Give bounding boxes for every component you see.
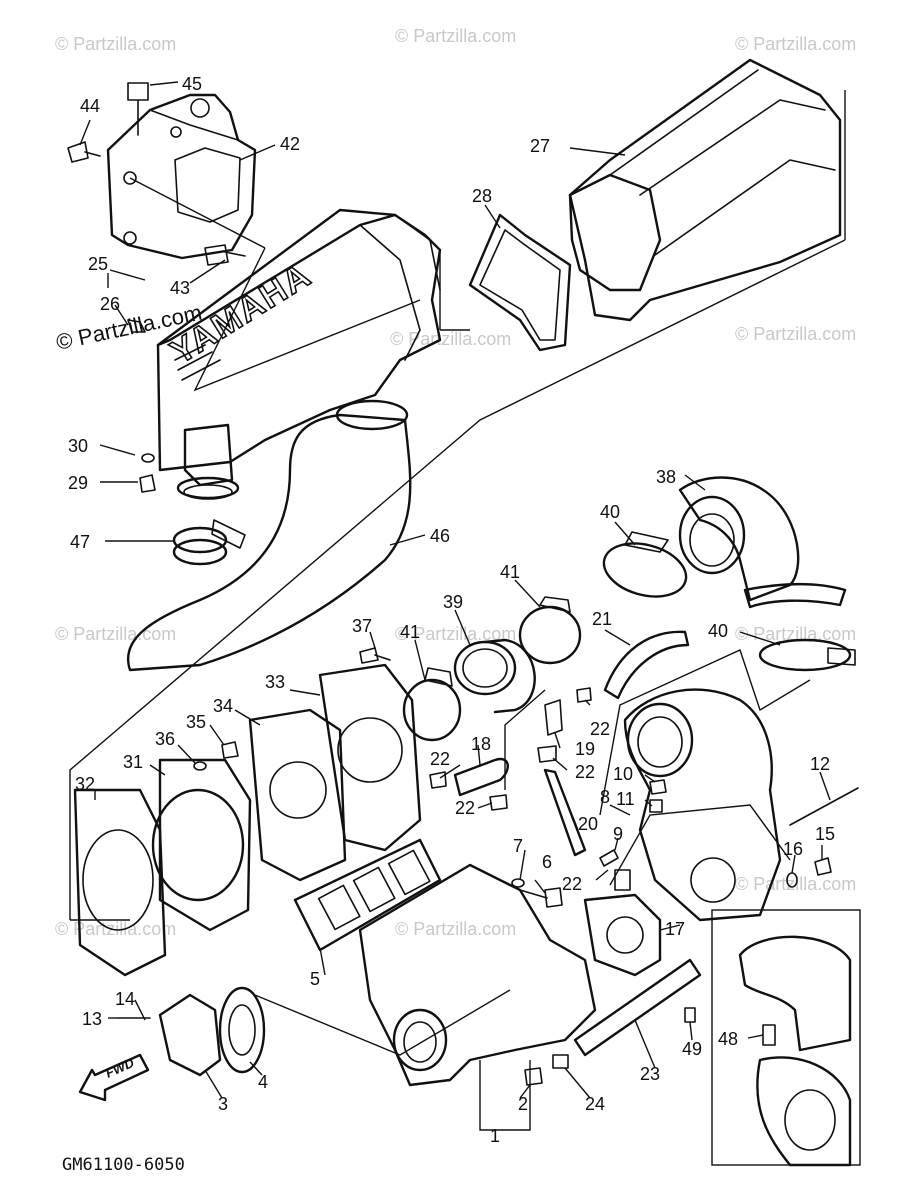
callout-17: 17 bbox=[665, 919, 685, 939]
watermark: © Partzilla.com bbox=[390, 329, 511, 349]
callout-1: 1 bbox=[490, 1126, 500, 1146]
gasket-5 bbox=[293, 838, 442, 952]
callout-22: 22 bbox=[562, 874, 582, 894]
hose-21 bbox=[603, 630, 690, 700]
callout-13: 13 bbox=[82, 1009, 102, 1029]
callout-7: 7 bbox=[513, 836, 523, 856]
callout-40: 40 bbox=[600, 502, 620, 522]
cover-3 bbox=[158, 993, 222, 1077]
gasket-28 bbox=[439, 213, 572, 352]
callout-6: 6 bbox=[542, 852, 552, 872]
callout-18: 18 bbox=[471, 734, 491, 754]
elbow-38 bbox=[678, 476, 847, 609]
gasket-32 bbox=[73, 788, 167, 977]
callout-46: 46 bbox=[430, 526, 450, 546]
clamp-40 bbox=[758, 638, 856, 672]
gasket-17 bbox=[583, 893, 662, 977]
watermark: © Partzilla.com bbox=[55, 919, 176, 939]
callout-21: 21 bbox=[592, 609, 612, 629]
callout-37: 37 bbox=[352, 616, 372, 636]
callout-27: 27 bbox=[530, 136, 550, 156]
watermark: © Partzilla.com bbox=[735, 324, 856, 344]
diagram-code: GM61100-6050 bbox=[62, 1155, 185, 1175]
watermark: © Partzilla.com bbox=[735, 34, 856, 54]
callout-25: 25 bbox=[88, 254, 108, 274]
callout-22: 22 bbox=[575, 762, 595, 782]
callout-36: 36 bbox=[155, 729, 175, 749]
plate-33 bbox=[318, 663, 422, 852]
callout-43: 43 bbox=[170, 278, 190, 298]
callout-15: 15 bbox=[815, 824, 835, 844]
callout-34: 34 bbox=[213, 696, 233, 716]
hose-18 bbox=[453, 757, 509, 797]
callout-11: 11 bbox=[616, 789, 635, 809]
clamp-40 bbox=[602, 531, 688, 598]
callout-3: 3 bbox=[218, 1094, 228, 1114]
callout-19: 19 bbox=[575, 739, 595, 759]
callout-2: 2 bbox=[518, 1094, 528, 1114]
gasket-4 bbox=[218, 986, 266, 1074]
clamp-41 bbox=[518, 596, 582, 665]
callout-42: 42 bbox=[280, 134, 300, 154]
clamp-47 bbox=[172, 519, 246, 566]
callout-9: 9 bbox=[613, 824, 623, 844]
callout-49: 49 bbox=[682, 1039, 702, 1059]
callout-31: 31 bbox=[123, 752, 143, 772]
callout-33: 33 bbox=[265, 672, 285, 692]
callout-35: 35 bbox=[186, 712, 206, 732]
callout-44: 44 bbox=[80, 96, 100, 116]
callout-40: 40 bbox=[708, 621, 728, 641]
callout-leaders bbox=[79, 81, 831, 1099]
callout-28: 28 bbox=[472, 186, 492, 206]
callout-41: 41 bbox=[500, 562, 520, 582]
callout-8: 8 bbox=[600, 787, 610, 807]
callout-38: 38 bbox=[656, 467, 676, 487]
callout-30: 30 bbox=[68, 436, 88, 456]
watermark: © Partzilla.com bbox=[395, 26, 516, 46]
callout-48: 48 bbox=[718, 1029, 738, 1049]
housing-31 bbox=[151, 758, 252, 932]
callout-22: 22 bbox=[455, 798, 475, 818]
callout-5: 5 bbox=[310, 969, 320, 989]
plate-34 bbox=[248, 708, 347, 882]
callout-22: 22 bbox=[430, 749, 450, 769]
callout-29: 29 bbox=[68, 473, 88, 493]
watermark: © Partzilla.com bbox=[395, 919, 516, 939]
callout-16: 16 bbox=[783, 839, 803, 859]
inset-detail-48 bbox=[711, 909, 861, 1167]
intake-box-25: YAMAHA bbox=[156, 208, 442, 500]
hose-46 bbox=[127, 399, 412, 672]
callout-10: 10 bbox=[613, 764, 633, 784]
callout-39: 39 bbox=[443, 592, 463, 612]
hose-20 bbox=[543, 768, 587, 857]
watermark: © Partzilla.com bbox=[55, 34, 176, 54]
callout-14: 14 bbox=[115, 989, 135, 1009]
watermark: © Partzilla.com bbox=[55, 624, 176, 644]
callout-20: 20 bbox=[578, 814, 598, 834]
callout-23: 23 bbox=[640, 1064, 660, 1084]
exhaust-elbow-8 bbox=[623, 688, 782, 922]
group-dividers bbox=[69, 239, 846, 1131]
bracket-42 bbox=[106, 93, 266, 260]
callout-45: 45 bbox=[182, 74, 202, 94]
clamp-41 bbox=[402, 667, 462, 742]
fwd-direction-arrow: FWD bbox=[78, 1053, 150, 1102]
callout-4: 4 bbox=[258, 1072, 268, 1092]
callout-24: 24 bbox=[585, 1094, 605, 1114]
callout-47: 47 bbox=[70, 532, 90, 552]
manifold-1 bbox=[358, 863, 597, 1087]
pipe-23 bbox=[573, 958, 702, 1057]
coupling-39 bbox=[453, 638, 536, 714]
callout-41: 41 bbox=[400, 622, 420, 642]
callout-labels: 1 2 3 4 5 6 7 8 9 10 11 12 13 14 15 16 1… bbox=[68, 74, 835, 1146]
callout-26: 26 bbox=[100, 294, 120, 314]
watermark: © Partzilla.com bbox=[395, 624, 516, 644]
callout-22: 22 bbox=[590, 719, 610, 739]
callout-12: 12 bbox=[810, 754, 830, 774]
watermark: © Partzilla.com bbox=[735, 624, 856, 644]
muffler-27 bbox=[568, 58, 846, 322]
callout-32: 32 bbox=[75, 774, 95, 794]
